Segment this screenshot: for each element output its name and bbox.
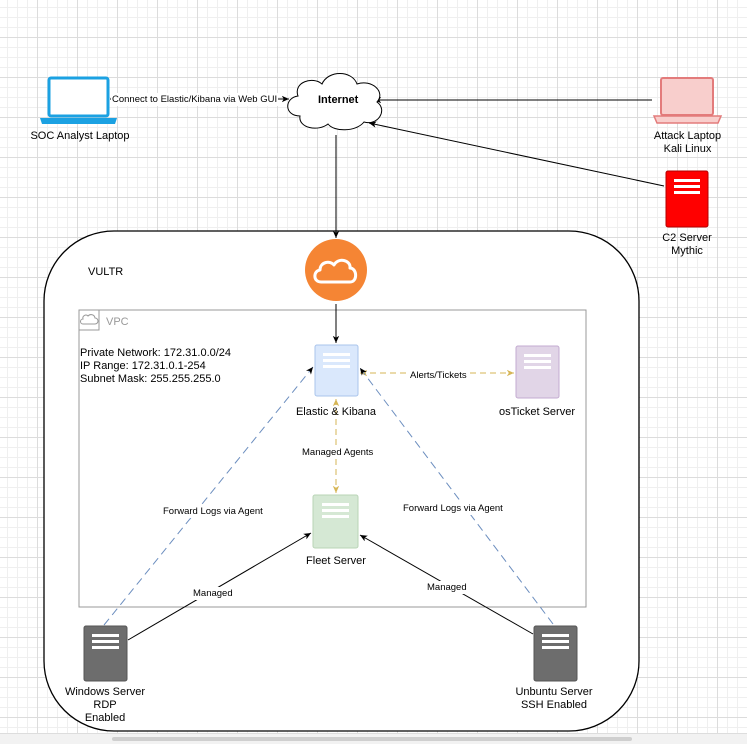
subnet-mask-text: Subnet Mask: 255.255.255.0 [80, 373, 221, 385]
soc-laptop-label: SOC Analyst Laptop [30, 130, 130, 142]
edge-label-forward-logs-left: Forward Logs via Agent [162, 505, 264, 518]
internet-label: Internet [318, 94, 359, 106]
private-network-text: Private Network: 172.31.0.0/24 [80, 347, 232, 359]
elastic-server-icon [314, 344, 359, 397]
edge-forward-logs-left [103, 366, 314, 626]
scrollbar-thumb[interactable] [112, 737, 632, 741]
windows-server-label-3: Enabled [84, 712, 126, 724]
osticket-label: osTicket Server [498, 406, 575, 418]
edge-c2-to-internet [368, 121, 665, 187]
edge-label-managed-right: Managed [426, 581, 468, 594]
c2-server-label-1: C2 Server [662, 232, 712, 244]
c2-server-icon [665, 170, 709, 228]
osticket-server-icon [515, 345, 560, 399]
windows-server-label-1: Windows Server [64, 686, 146, 698]
vpc-label: VPC [106, 316, 129, 328]
edge-label-forward-logs-right: Forward Logs via Agent [402, 502, 504, 515]
ubuntu-server-label-1: Unbuntu Server [515, 686, 593, 698]
vpc-cloud-icon [78, 309, 100, 331]
ip-range-text: IP Range: 172.31.0.1-254 [80, 360, 206, 372]
edge-label-managed-left: Managed [192, 587, 234, 600]
edge-forward-logs-right [359, 367, 554, 625]
windows-server-icon [83, 625, 128, 682]
edge-label-alerts-tickets: Alerts/Tickets [409, 369, 468, 382]
attack-laptop-label-2: Kali Linux [663, 143, 712, 155]
edge-managed-left [127, 532, 312, 641]
ubuntu-server-label-2: SSH Enabled [520, 699, 588, 711]
edge-label-managed-agents: Managed Agents [301, 446, 375, 459]
attack-laptop-icon [652, 77, 723, 124]
attack-laptop-label-1: Attack Laptop [653, 130, 722, 142]
vultr-label: VULTR [88, 266, 124, 278]
elastic-label: Elastic & Kibana [295, 406, 377, 418]
fleet-label: Fleet Server [306, 555, 366, 567]
ubuntu-server-icon [533, 625, 578, 682]
fleet-server-icon [312, 494, 359, 549]
edge-label-soc-to-internet: Connect to Elastic/Kibana via Web GUI [111, 93, 279, 106]
cloud-gateway-icon [305, 239, 367, 301]
soc-laptop-icon [40, 76, 117, 124]
internet-cloud-icon [287, 73, 383, 131]
c2-server-label-2: Mythic [671, 245, 703, 257]
windows-server-label-2: RDP [93, 699, 117, 711]
